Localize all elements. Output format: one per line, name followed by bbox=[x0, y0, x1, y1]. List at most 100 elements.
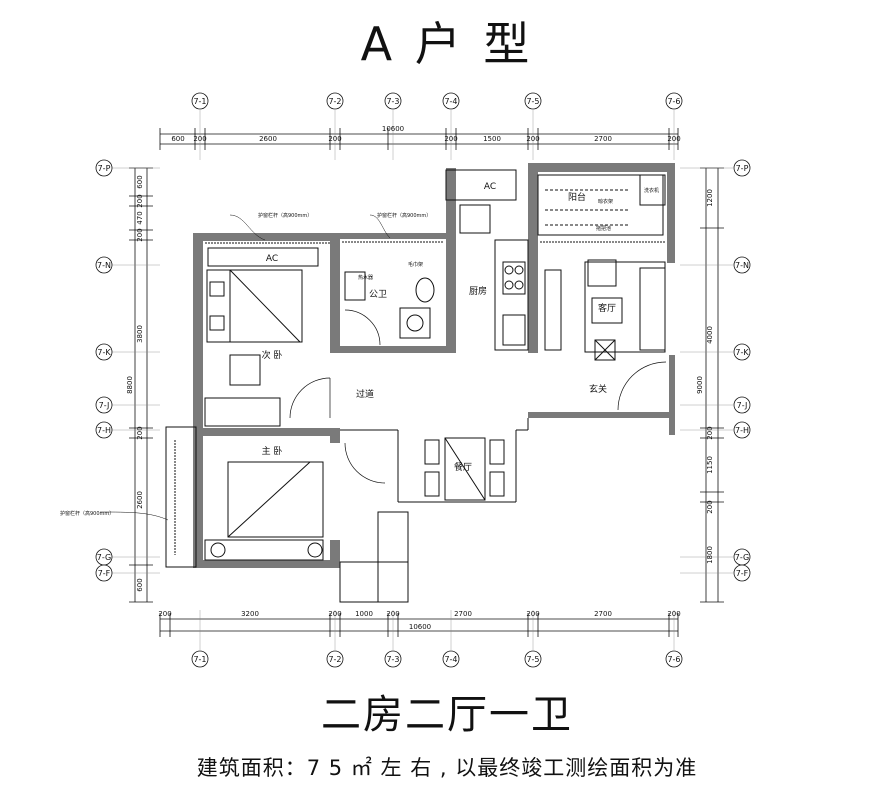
axis-label: 7-6 bbox=[667, 97, 680, 106]
dim-right: 1800 bbox=[706, 546, 714, 564]
bathroom-door bbox=[344, 309, 381, 346]
axis-label: 7-K bbox=[735, 348, 749, 357]
dim-right: 200 bbox=[706, 500, 714, 513]
axis-bubble-bottom-2 bbox=[326, 650, 344, 668]
towel-rack-label: 毛巾架 bbox=[408, 261, 423, 268]
room-master-bedroom: 主 卧 bbox=[262, 445, 283, 457]
axis-label: 7-2 bbox=[328, 97, 341, 106]
master-bed bbox=[227, 461, 324, 538]
kitchen-ac-box bbox=[445, 169, 517, 201]
axis-bubble-left-3 bbox=[95, 343, 113, 361]
drying-rack-label: 晾衣架 bbox=[598, 198, 613, 205]
master-bedroom-door bbox=[344, 442, 386, 484]
washbasin bbox=[399, 307, 431, 339]
axis-label: 7-4 bbox=[444, 97, 457, 106]
room-entrance: 玄关 bbox=[589, 383, 607, 395]
room-corridor: 过道 bbox=[356, 388, 374, 400]
layout-name: 二房二厅一卫 bbox=[321, 692, 573, 738]
dim-left-total: 8800 bbox=[126, 376, 134, 394]
dim-left: 3800 bbox=[136, 325, 144, 343]
railing-label: 护窗栏杆（高900mm） bbox=[258, 212, 312, 219]
railing-label: 护窗栏杆（高900mm） bbox=[377, 212, 431, 219]
dim-bottom: 3200 bbox=[241, 610, 259, 618]
dim-top: 1500 bbox=[483, 135, 501, 143]
axis-bubble-bottom-5 bbox=[524, 650, 542, 668]
dim-top: 600 bbox=[171, 135, 184, 143]
axis-label: 7-G bbox=[735, 553, 749, 562]
stove bbox=[502, 261, 526, 295]
sofa bbox=[639, 267, 666, 351]
dim-bottom-total: 10600 bbox=[409, 623, 431, 631]
armchair bbox=[594, 339, 616, 361]
axis-bubble-right-5 bbox=[733, 421, 751, 439]
second-bedroom-wardrobe bbox=[204, 397, 281, 427]
axis-bubble-top-4 bbox=[442, 92, 460, 110]
dim-bottom: 200 bbox=[386, 610, 399, 618]
axis-bubble-left-5 bbox=[95, 421, 113, 439]
axis-bubble-right-3 bbox=[733, 343, 751, 361]
dim-top: 2600 bbox=[259, 135, 277, 143]
dim-left: 600 bbox=[136, 175, 144, 188]
dim-bottom: 200 bbox=[158, 610, 171, 618]
dim-bottom: 1000 bbox=[355, 610, 373, 618]
axis-label: 7-P bbox=[736, 164, 749, 173]
room-dining-room: 餐厅 bbox=[454, 461, 472, 473]
fridge bbox=[459, 204, 491, 234]
room-living-room: 客厅 bbox=[598, 302, 616, 314]
axis-bubble-bottom-4 bbox=[442, 650, 460, 668]
washer-label: 洗衣机 bbox=[644, 187, 659, 194]
axis-label: 7-J bbox=[99, 401, 110, 410]
dim-bottom: 200 bbox=[526, 610, 539, 618]
dim-left: 200 bbox=[136, 228, 144, 241]
axis-label: 7-1 bbox=[193, 655, 206, 664]
kitchen-sink bbox=[502, 314, 526, 346]
axis-label: 7-J bbox=[737, 401, 748, 410]
axis-label: 7-5 bbox=[526, 97, 539, 106]
axis-bubble-left-1 bbox=[95, 159, 113, 177]
axis-label: 7-1 bbox=[193, 97, 206, 106]
axis-bubble-left-2 bbox=[95, 256, 113, 274]
second-bedroom-desk bbox=[229, 354, 261, 386]
master-nightstands bbox=[204, 539, 324, 561]
axis-bubble-right-4 bbox=[733, 396, 751, 414]
coffee-table bbox=[591, 297, 623, 324]
axis-bubble-top-3 bbox=[384, 92, 402, 110]
lounge-chair bbox=[587, 259, 617, 287]
axis-bubble-right-7 bbox=[733, 564, 751, 582]
room-balcony: 阳台 bbox=[568, 191, 586, 203]
axis-label: 7-4 bbox=[444, 655, 457, 664]
axis-bubble-right-1 bbox=[733, 159, 751, 177]
dim-top: 200 bbox=[526, 135, 539, 143]
ac-label: AC bbox=[266, 254, 278, 264]
tv-cabinet bbox=[544, 269, 562, 351]
dim-left: 2600 bbox=[136, 491, 144, 509]
dim-right: 1200 bbox=[706, 189, 714, 207]
dim-top: 200 bbox=[667, 135, 680, 143]
axis-label: 7-F bbox=[98, 569, 111, 578]
axis-bubble-left-7 bbox=[95, 564, 113, 582]
dim-right: 4000 bbox=[706, 326, 714, 344]
utility-box bbox=[339, 561, 409, 603]
dim-right: 1150 bbox=[706, 456, 714, 474]
axis-label: 7-3 bbox=[386, 97, 399, 106]
axis-label: 7-H bbox=[735, 426, 749, 435]
second-bedroom-door bbox=[289, 377, 331, 419]
railing-label: 护窗栏杆（高900mm） bbox=[60, 510, 114, 517]
walls bbox=[193, 163, 675, 568]
dim-top-total: 10600 bbox=[382, 125, 404, 133]
axis-bubble-bottom-1 bbox=[191, 650, 209, 668]
dim-bottom: 2700 bbox=[454, 610, 472, 618]
axis-label: 7-3 bbox=[386, 655, 399, 664]
dim-left: 470 bbox=[136, 211, 144, 224]
dim-top: 200 bbox=[444, 135, 457, 143]
axis-label: 7-5 bbox=[526, 655, 539, 664]
ac-label: AC bbox=[484, 182, 496, 192]
axis-bubble-top-6 bbox=[665, 92, 683, 110]
second-bedroom-bed bbox=[206, 269, 303, 343]
axis-bubble-bottom-3 bbox=[384, 650, 402, 668]
kitchen-counter bbox=[494, 239, 529, 351]
master-bay-window bbox=[165, 426, 197, 568]
axis-bubble-top-1 bbox=[191, 92, 209, 110]
axis-label: 7-K bbox=[97, 348, 111, 357]
